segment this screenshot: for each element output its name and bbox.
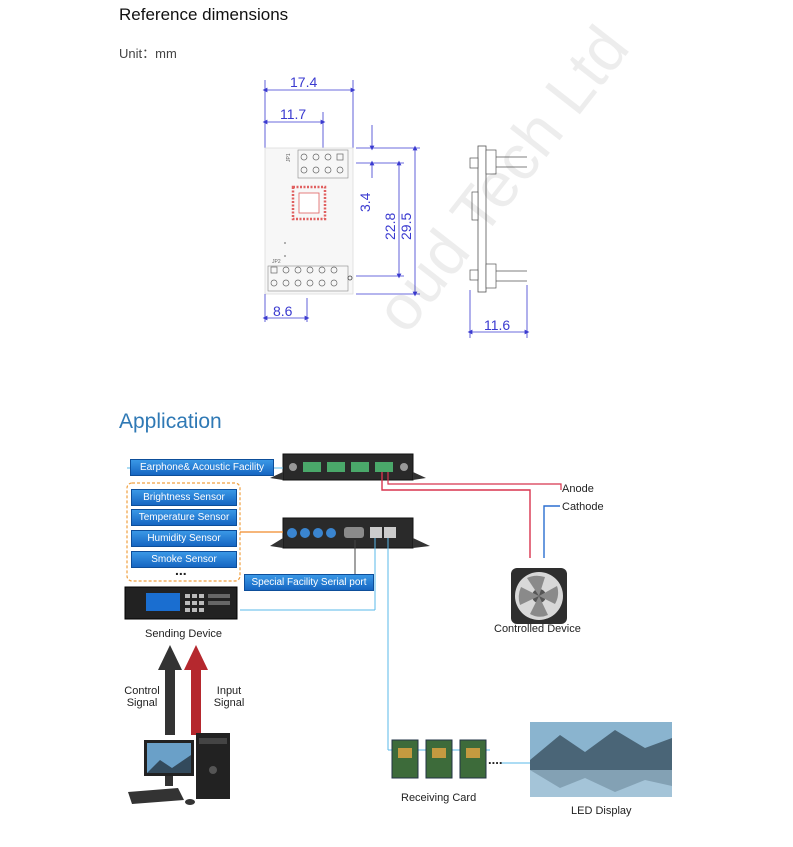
unit-label: Unit：mm [119, 46, 177, 61]
pcb-label-bottom: JP2 [272, 259, 281, 265]
computer-icon [128, 733, 230, 805]
dim-side-width: 11.6 [484, 317, 510, 333]
audio-controller-device [270, 453, 426, 481]
controlled-device-label: Controlled Device [494, 623, 581, 635]
led-display-label: LED Display [571, 805, 632, 817]
dim-bottom-width: 8.6 [273, 303, 293, 319]
pcb-board [264, 147, 354, 295]
top-header-pins [300, 153, 344, 174]
serial-port-label: Special Facility Serial port [244, 574, 374, 591]
dim-top-width: 17.4 [290, 74, 317, 90]
input-signal-arrow [184, 645, 208, 735]
dim-small-height: 3.4 [357, 192, 373, 212]
dim-full-height: 29.5 [398, 213, 414, 240]
control-signal-label: Control Signal [124, 685, 160, 709]
dimension-drawing: 17.4 11.7 JP1 JP2 [262, 74, 530, 338]
multifunction-card-device [270, 517, 430, 549]
chip [291, 185, 327, 221]
anode-label: Anode [562, 483, 594, 495]
sending-device-label: Sending Device [145, 628, 223, 640]
sensor-ellipsis: ... [175, 562, 187, 578]
receiving-card-icons [391, 739, 487, 779]
bottom-header-pins [270, 266, 338, 287]
side-view [469, 145, 527, 293]
receiving-card-label: Receiving Card [401, 792, 477, 804]
dim-inner-width: 11.7 [280, 106, 306, 122]
sensor-group-box [126, 482, 241, 582]
input-signal-label: Input Signal [213, 685, 245, 709]
earphone-acoustic-label: Earphone& Acoustic Facility [130, 459, 274, 476]
smoke-sensor-label: Smoke Sensor [131, 551, 237, 568]
application-diagram [124, 453, 672, 805]
temperature-sensor-label: Temperature Sensor [131, 509, 237, 526]
cathode-label: Cathode [562, 501, 604, 513]
humidity-sensor-label: Humidity Sensor [131, 530, 237, 547]
pcb-label-top: JP1 [286, 153, 292, 162]
brightness-sensor-label: Brightness Sensor [131, 489, 237, 506]
fan-icon [511, 568, 567, 624]
reference-heading: Reference dimensions [119, 5, 289, 24]
dim-mid-height: 22.8 [382, 213, 398, 240]
sending-device-icon [124, 586, 238, 620]
control-signal-arrow [158, 645, 182, 735]
application-heading: Application [119, 410, 222, 433]
receiving-card-ellipsis: .... [488, 752, 503, 767]
led-display-icon [530, 722, 672, 797]
